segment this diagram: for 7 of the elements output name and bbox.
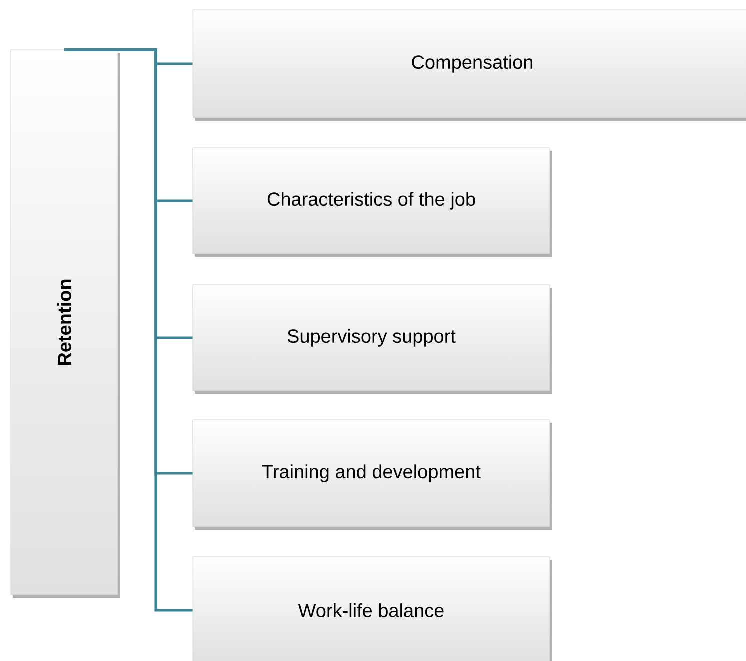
factor-box: Compensation xyxy=(192,10,746,121)
factor-box: Work-life balance xyxy=(192,556,552,661)
factor-box: Characteristics of the job xyxy=(192,148,552,257)
factor-box: Training and development xyxy=(192,420,552,530)
connector xyxy=(64,48,193,612)
factor-box: Supervisory support xyxy=(192,284,552,394)
category-box: Retention xyxy=(10,50,120,598)
